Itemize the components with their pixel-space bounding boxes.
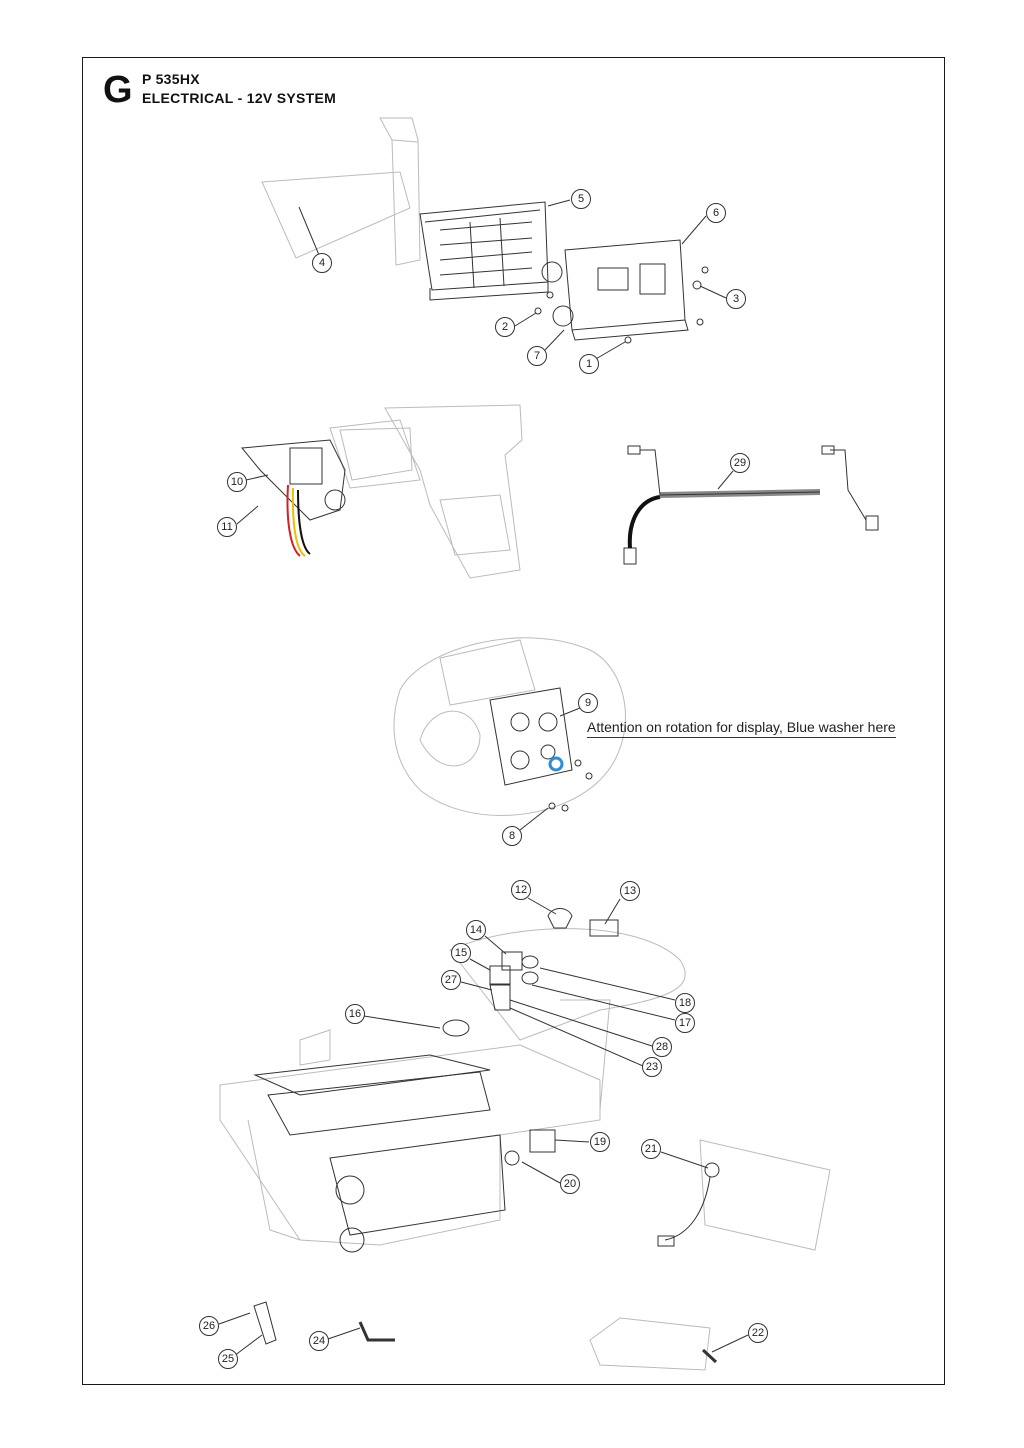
wire-harness-29 (623, 445, 879, 565)
display-rotation-note: Attention on rotation for display, Blue … (587, 719, 896, 738)
relay-19 (529, 1129, 556, 1153)
callout-14: 14 (466, 920, 486, 940)
callout-22: 22 (748, 1323, 768, 1343)
section-letter: G (103, 69, 133, 111)
callout-26: 26 (199, 1316, 219, 1336)
callout-23: 23 (642, 1057, 662, 1077)
callout-28: 28 (652, 1037, 672, 1057)
callout-6: 6 (706, 203, 726, 223)
callout-9: 9 (578, 693, 598, 713)
callout-8: 8 (502, 826, 522, 846)
callout-5: 5 (571, 189, 591, 209)
callout-4: 4 (312, 253, 332, 273)
callout-27: 27 (441, 970, 461, 990)
mounting-bracket-ghost (261, 117, 421, 266)
dashboard-ghost (393, 637, 626, 816)
callout-10: 10 (227, 472, 247, 492)
callout-3: 3 (726, 289, 746, 309)
callout-2: 2 (495, 317, 515, 337)
callout-18: 18 (675, 993, 695, 1013)
callout-24: 24 (309, 1331, 329, 1351)
model-name: P 535HX (142, 71, 200, 87)
battery-compartment (253, 1054, 506, 1253)
section-title: ELECTRICAL - 12V SYSTEM (142, 90, 337, 106)
fuse-holder-25 (253, 1301, 277, 1345)
control-module-5 (419, 201, 549, 301)
callout-12: 12 (511, 880, 531, 900)
display-unit-9 (489, 687, 573, 786)
frame-ghost (219, 928, 686, 1246)
console-ghost (329, 404, 523, 579)
switch-14 (501, 951, 523, 971)
callout-13: 13 (620, 881, 640, 901)
switch-15 (489, 965, 511, 985)
grommet-21 (704, 1162, 720, 1178)
callout-15: 15 (451, 943, 471, 963)
callout-1: 1 (579, 354, 599, 374)
callout-17: 17 (675, 1013, 695, 1033)
callout-7: 7 (527, 346, 547, 366)
callout-21: 21 (641, 1139, 661, 1159)
callout-16: 16 (345, 1004, 365, 1024)
callout-25: 25 (218, 1349, 238, 1369)
tray-ghost (589, 1317, 711, 1371)
sensor-22 (701, 1348, 718, 1364)
callout-19: 19 (590, 1132, 610, 1152)
blue-washer (548, 756, 564, 772)
sensor-24 (358, 1321, 395, 1342)
callout-29: 29 (730, 453, 750, 473)
module-cover-6 (564, 239, 689, 341)
leader-lines (218, 199, 749, 1357)
callout-20: 20 (560, 1174, 580, 1194)
callout-11: 11 (217, 517, 237, 537)
bracket-wires (286, 484, 311, 557)
key-switch-12 (547, 908, 573, 929)
drawing-frame (82, 57, 945, 1385)
connector-20 (504, 1150, 520, 1166)
side-panel-ghost (699, 1139, 831, 1251)
switch-13 (589, 919, 619, 937)
socket-16 (442, 1019, 470, 1037)
display-bracket-10 (241, 439, 346, 521)
